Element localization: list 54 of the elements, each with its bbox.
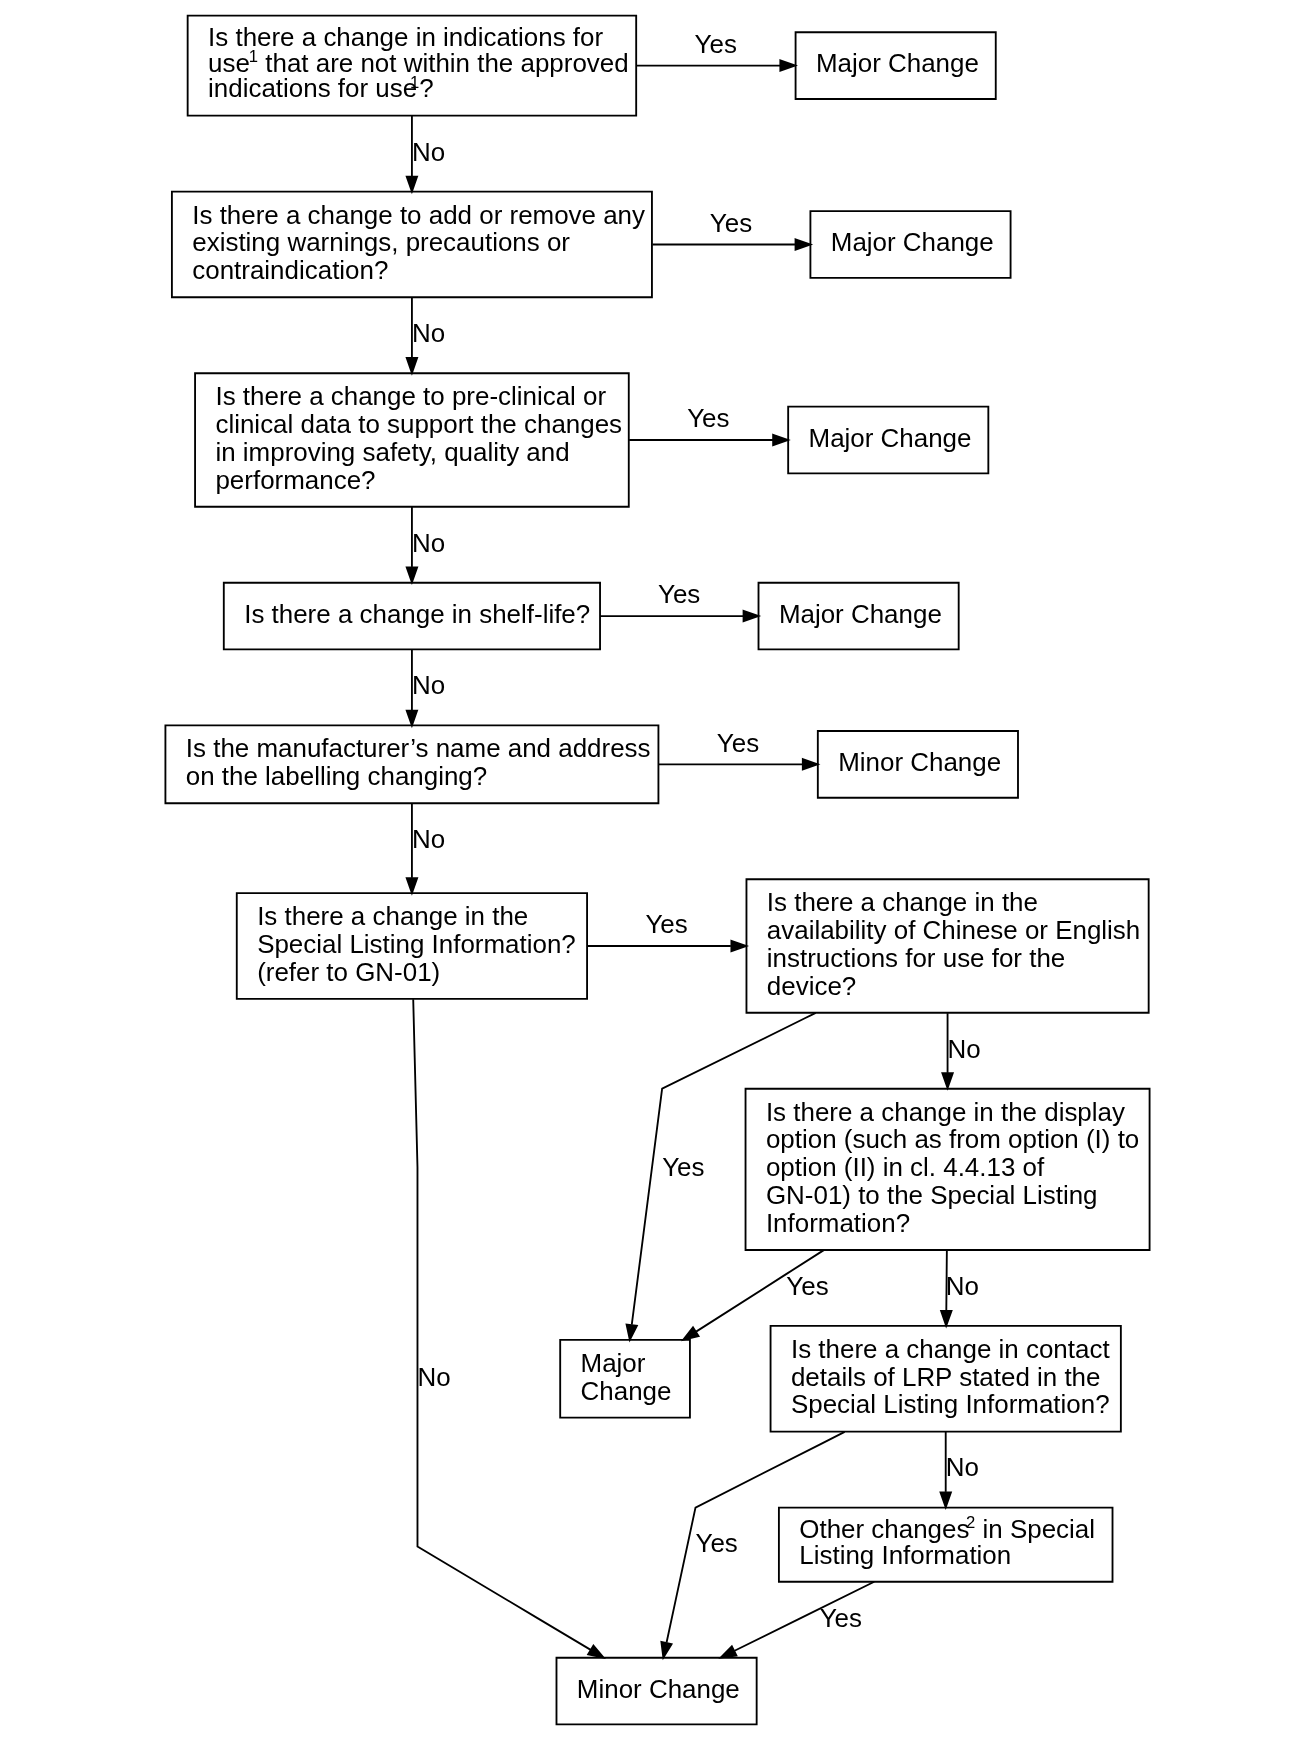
edge-label: Yes (785, 1271, 829, 1300)
arrow (585, 939, 749, 953)
edge-label: Yes (695, 1528, 738, 1557)
arrow (404, 296, 418, 376)
arrow (411, 998, 606, 1659)
arrow (627, 433, 791, 447)
node-box: Is the manufacturer’s name and address on the labelling changing? (164, 724, 659, 805)
node-box: Is there a change to pre-clinical or clinical data to support the changes in improving safety, quality and performance? (193, 372, 630, 508)
edge-label: Yes (657, 580, 700, 609)
arrow (624, 1012, 817, 1343)
arrow (404, 506, 418, 586)
node-box: Major Change (558, 1338, 691, 1419)
edge-label: Yes (819, 1603, 862, 1632)
edge-label: Yes (694, 30, 737, 59)
edge-label: No (411, 671, 445, 700)
arrow (940, 1012, 954, 1091)
edge-label: No (947, 1034, 981, 1063)
arrow (657, 757, 820, 771)
node-box: Major Change (786, 405, 989, 475)
arrow (659, 1430, 846, 1661)
node-box: Is there a change in the Special Listing Information? (refer to GN-01) (235, 892, 588, 1000)
node-box: Major Change (794, 31, 997, 100)
node-box: Minor Change (555, 1656, 758, 1726)
arrow (680, 1249, 825, 1342)
node-box: Major Change (757, 581, 960, 651)
edge-label: No (945, 1453, 979, 1482)
node-box: Minor Change (816, 730, 1019, 799)
node-box: Is there a change to add or remove any existing warnings, precautions or contraindication? (170, 190, 653, 299)
arrow (651, 237, 813, 251)
arrow (404, 803, 418, 896)
node-box: Is there a change in the display option (such as from option (I) to option (II) in cl. 4.4.13 of GN-01) to the Special Listing Information? (744, 1087, 1150, 1251)
edge-label: No (411, 825, 445, 854)
edge-label: No (411, 137, 445, 166)
edge-label: Yes (661, 1153, 704, 1182)
arrow (404, 649, 418, 729)
edge-label: No (416, 1362, 451, 1391)
arrow (717, 1580, 875, 1659)
edge-label: Yes (709, 208, 752, 237)
arrow (635, 59, 798, 73)
edge-label: No (945, 1271, 979, 1300)
node-box: Is there a change in the availability of Chinese or English instructions for use for the device? (745, 878, 1150, 1014)
arrow (938, 1431, 952, 1510)
node-box: Major Change (809, 210, 1011, 279)
arrow (404, 114, 418, 195)
edge-label: Yes (686, 404, 729, 433)
edge-label: Yes (716, 728, 759, 757)
node-box: Is there a change in contact details of LRP stated in the Special Listing Information? (769, 1325, 1122, 1433)
node-box: Other changes$^{2}$ in Special Listing Information (777, 1506, 1113, 1583)
arrow (598, 609, 761, 623)
edge-label: No (411, 319, 445, 348)
arrow (939, 1249, 953, 1329)
edge-label: No (411, 528, 445, 557)
node-box: Is there a change in shelf-life? (222, 581, 601, 651)
edge-label: Yes (644, 910, 688, 939)
